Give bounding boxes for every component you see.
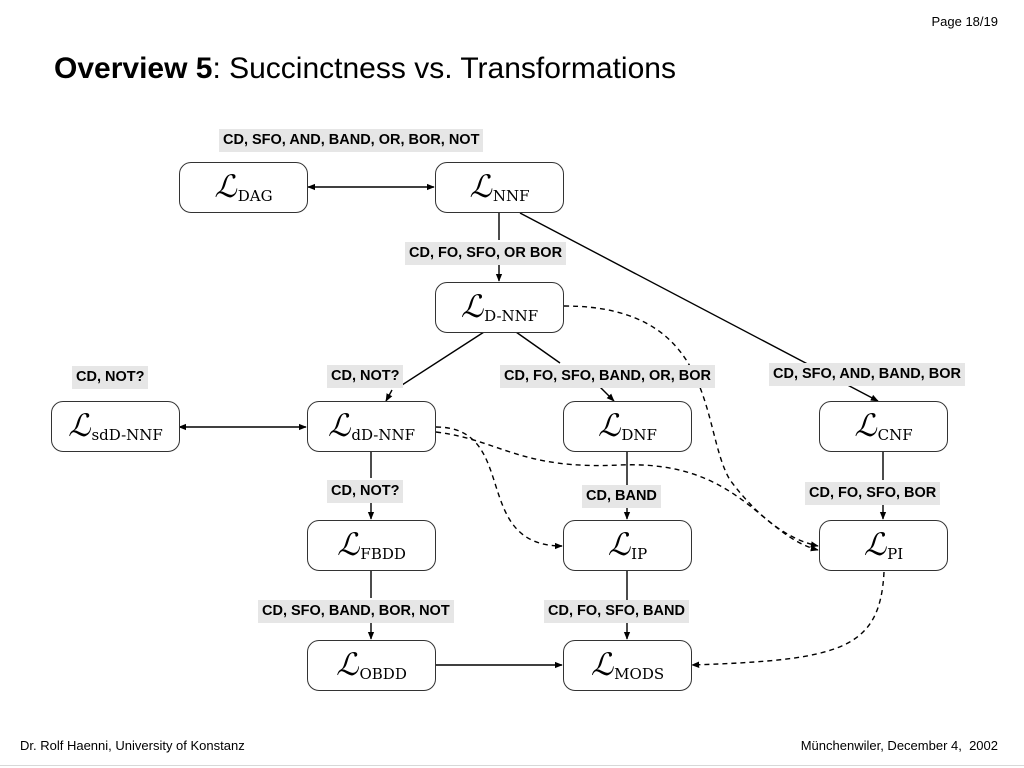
footer-author: Dr. Rolf Haenni, University of Konstanz [20,738,245,753]
edge-dnnf-ddnnf [401,331,485,386]
edge-dnnf-pi-dashed [563,305,819,548]
label-dag-nnf: CD, SFO, AND, BAND, OR, BOR, NOT [219,129,484,152]
slide-title: Overview 5: Succinctness vs. Transformat… [54,52,676,86]
footer-date: Münchenwiler, December 4, 2002 [800,738,998,753]
node-dag-sub: DAG [237,186,273,205]
label-nnf-dnnf: CD, FO, SFO, OR BOR [405,242,567,265]
node-pi-sub: PI [887,544,904,563]
node-mods-sub: MODS [614,664,665,683]
label-fbdd-obdd: CD, SFO, BAND, BOR, NOT [258,600,454,623]
edge-ddnnf-ip-dashed [435,426,563,550]
node-ddnnf-sub: dD-NNF [351,425,415,444]
edge-dnnf-ddnnf-tip [385,389,393,402]
node-obdd-sub: OBDD [359,664,407,683]
label-nnf-cnf: CD, SFO, AND, BAND, BOR [769,363,965,386]
node-cnf-sub: CNF [877,425,913,444]
label-sddnnf: CD, NOT? [72,366,149,389]
label-dnnf-ddnnf: CD, NOT? [327,365,404,388]
label-dnnf-dnf: CD, FO, SFO, BAND, OR, BOR [500,365,716,388]
label-ip-mods: CD, FO, SFO, BAND [544,600,689,623]
label-cnf-pi: CD, FO, SFO, BOR [805,482,941,505]
node-dnnf-sub: D-NNF [484,306,539,325]
label-ddnnf-fbdd: CD, NOT? [327,480,404,503]
edge-dnnf-dnf [515,331,561,364]
edge-dnnf-dnf-tip [599,386,615,402]
node-dnf-sub: DNF [621,425,657,444]
slide-title-bold: Overview 5 [54,52,213,85]
edge-pi-mods-dashed [691,571,885,668]
page-number: Page 18/19 [931,14,998,29]
node-ip-sub: IP [631,544,648,563]
label-dnf-ip: CD, BAND [582,485,661,508]
slide-title-rest: : Succinctness vs. Transformations [212,52,676,85]
node-fbdd-sub: FBDD [360,544,406,563]
node-sddnnf-sub: sdD-NNF [91,425,163,444]
node-nnf-sub: NNF [492,186,530,205]
edge-ddnnf-pi-dashed [435,431,819,552]
footer-divider [0,765,1024,766]
